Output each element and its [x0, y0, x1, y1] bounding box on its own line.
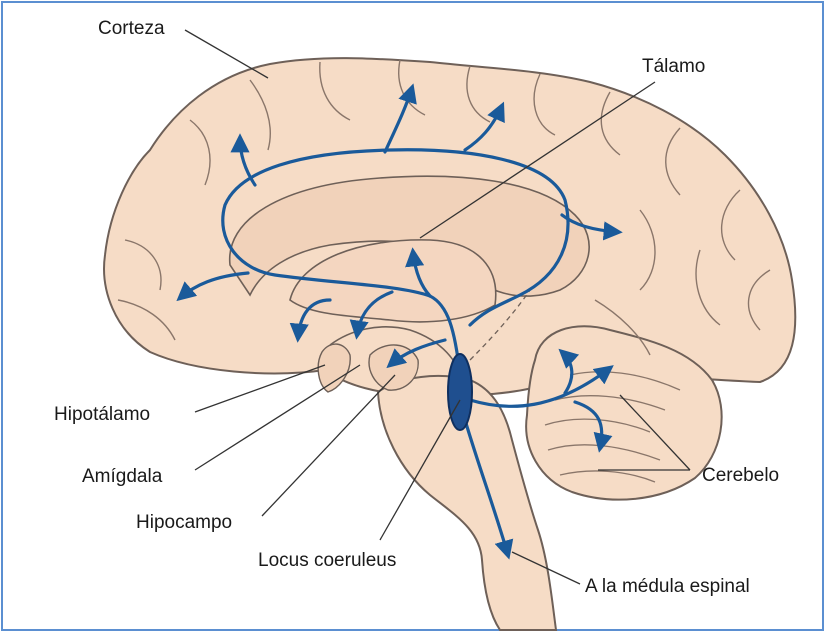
hypothalamus-region	[318, 344, 350, 392]
label-hipotalamo: Hipotálamo	[54, 404, 150, 425]
label-medula-espinal: A la médula espinal	[585, 576, 750, 597]
label-hipocampo: Hipocampo	[136, 512, 232, 533]
label-locus-coeruleus: Locus coeruleus	[258, 550, 396, 571]
label-corteza: Corteza	[98, 18, 165, 39]
label-cerebelo: Cerebelo	[702, 465, 779, 486]
locus-coeruleus	[448, 354, 472, 430]
label-amigdala: Amígdala	[82, 466, 163, 487]
label-talamo: Tálamo	[642, 56, 705, 77]
